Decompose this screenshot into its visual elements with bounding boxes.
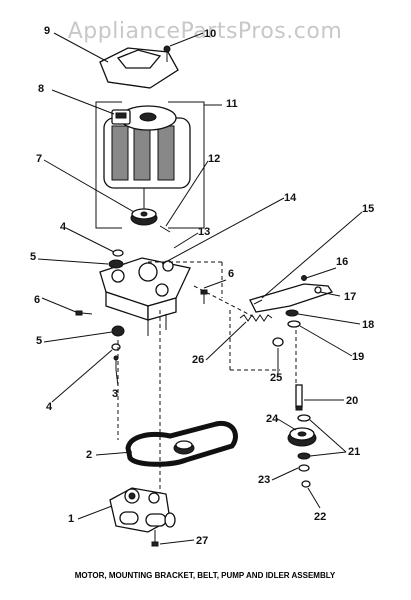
part-retaining-ring (301, 480, 311, 488)
callout-4-lower: 4 (46, 401, 53, 413)
diagram-caption: MOTOR, MOUNTING BRACKET, BELT, PUMP AND … (75, 571, 336, 580)
callout-3: 3 (112, 388, 118, 400)
part-idler-clip (301, 275, 307, 281)
part-spacer-upper (112, 249, 124, 257)
part-spacer-lower (111, 343, 121, 351)
part-idler-link (253, 299, 263, 305)
callout-20: 20 (346, 395, 358, 407)
part-idler-shaft (295, 384, 303, 411)
part-idler-pulley (287, 427, 317, 447)
part-pump-pulley (173, 440, 195, 455)
callout-27: 27 (196, 535, 208, 547)
callout-21: 21 (348, 446, 360, 458)
callout-7: 7 (36, 153, 42, 165)
callout-18: 18 (362, 319, 374, 331)
part-motor-pulley (130, 208, 158, 226)
callout-26: 26 (192, 354, 204, 366)
callout-10: 10 (204, 28, 216, 40)
part-small-screw (113, 355, 119, 370)
part-mounting-bracket (99, 257, 191, 336)
part-cover-screw (163, 45, 171, 62)
callout-17: 17 (344, 291, 356, 303)
callout-1: 1 (68, 513, 74, 525)
part-grommet-upper (108, 259, 124, 269)
callout-11: 11 (226, 98, 238, 110)
leader-lines (37, 32, 363, 545)
callout-4-upper: 4 (60, 221, 67, 233)
part-idler-washer (285, 309, 299, 317)
callout-8: 8 (38, 83, 44, 95)
part-idler-arm (249, 283, 334, 313)
watermark-text: AppliancePartsPros.com (68, 19, 343, 44)
part-pump (109, 487, 176, 533)
part-idler-bushing (287, 320, 301, 328)
callout-5-upper: 5 (30, 251, 36, 263)
part-motor-switch (111, 109, 131, 125)
callout-6-right: 6 (228, 268, 234, 280)
callout-16: 16 (336, 256, 348, 268)
part-pump-screw (151, 530, 159, 547)
callout-5-lower: 5 (36, 335, 42, 347)
callout-19: 19 (352, 351, 364, 363)
callout-22: 22 (314, 511, 326, 523)
part-belt (125, 420, 238, 467)
part-idler-spacer (298, 464, 310, 472)
part-motor (95, 101, 205, 229)
callout-15: 15 (362, 203, 374, 215)
callout-6-left: 6 (34, 294, 40, 306)
callout-9: 9 (44, 25, 50, 37)
part-idler-washers (297, 414, 311, 460)
part-grommet-lower (111, 325, 125, 337)
callout-12: 12 (208, 153, 220, 165)
callout-24: 24 (266, 413, 279, 425)
part-idler-spring (239, 314, 273, 322)
callout-2: 2 (86, 449, 92, 461)
callout-23: 23 (258, 474, 270, 486)
part-pin (159, 225, 171, 233)
part-motor-cover (99, 47, 179, 89)
callout-14: 14 (284, 192, 297, 204)
callout-25: 25 (270, 372, 282, 384)
part-bolt-right (200, 289, 208, 304)
part-spring-anchor (272, 337, 284, 347)
part-bolt-left (75, 310, 93, 316)
callout-13: 13 (198, 226, 210, 238)
callout-labels: 9 10 8 11 7 12 13 14 15 4 5 6 16 17 6 18… (30, 25, 374, 547)
